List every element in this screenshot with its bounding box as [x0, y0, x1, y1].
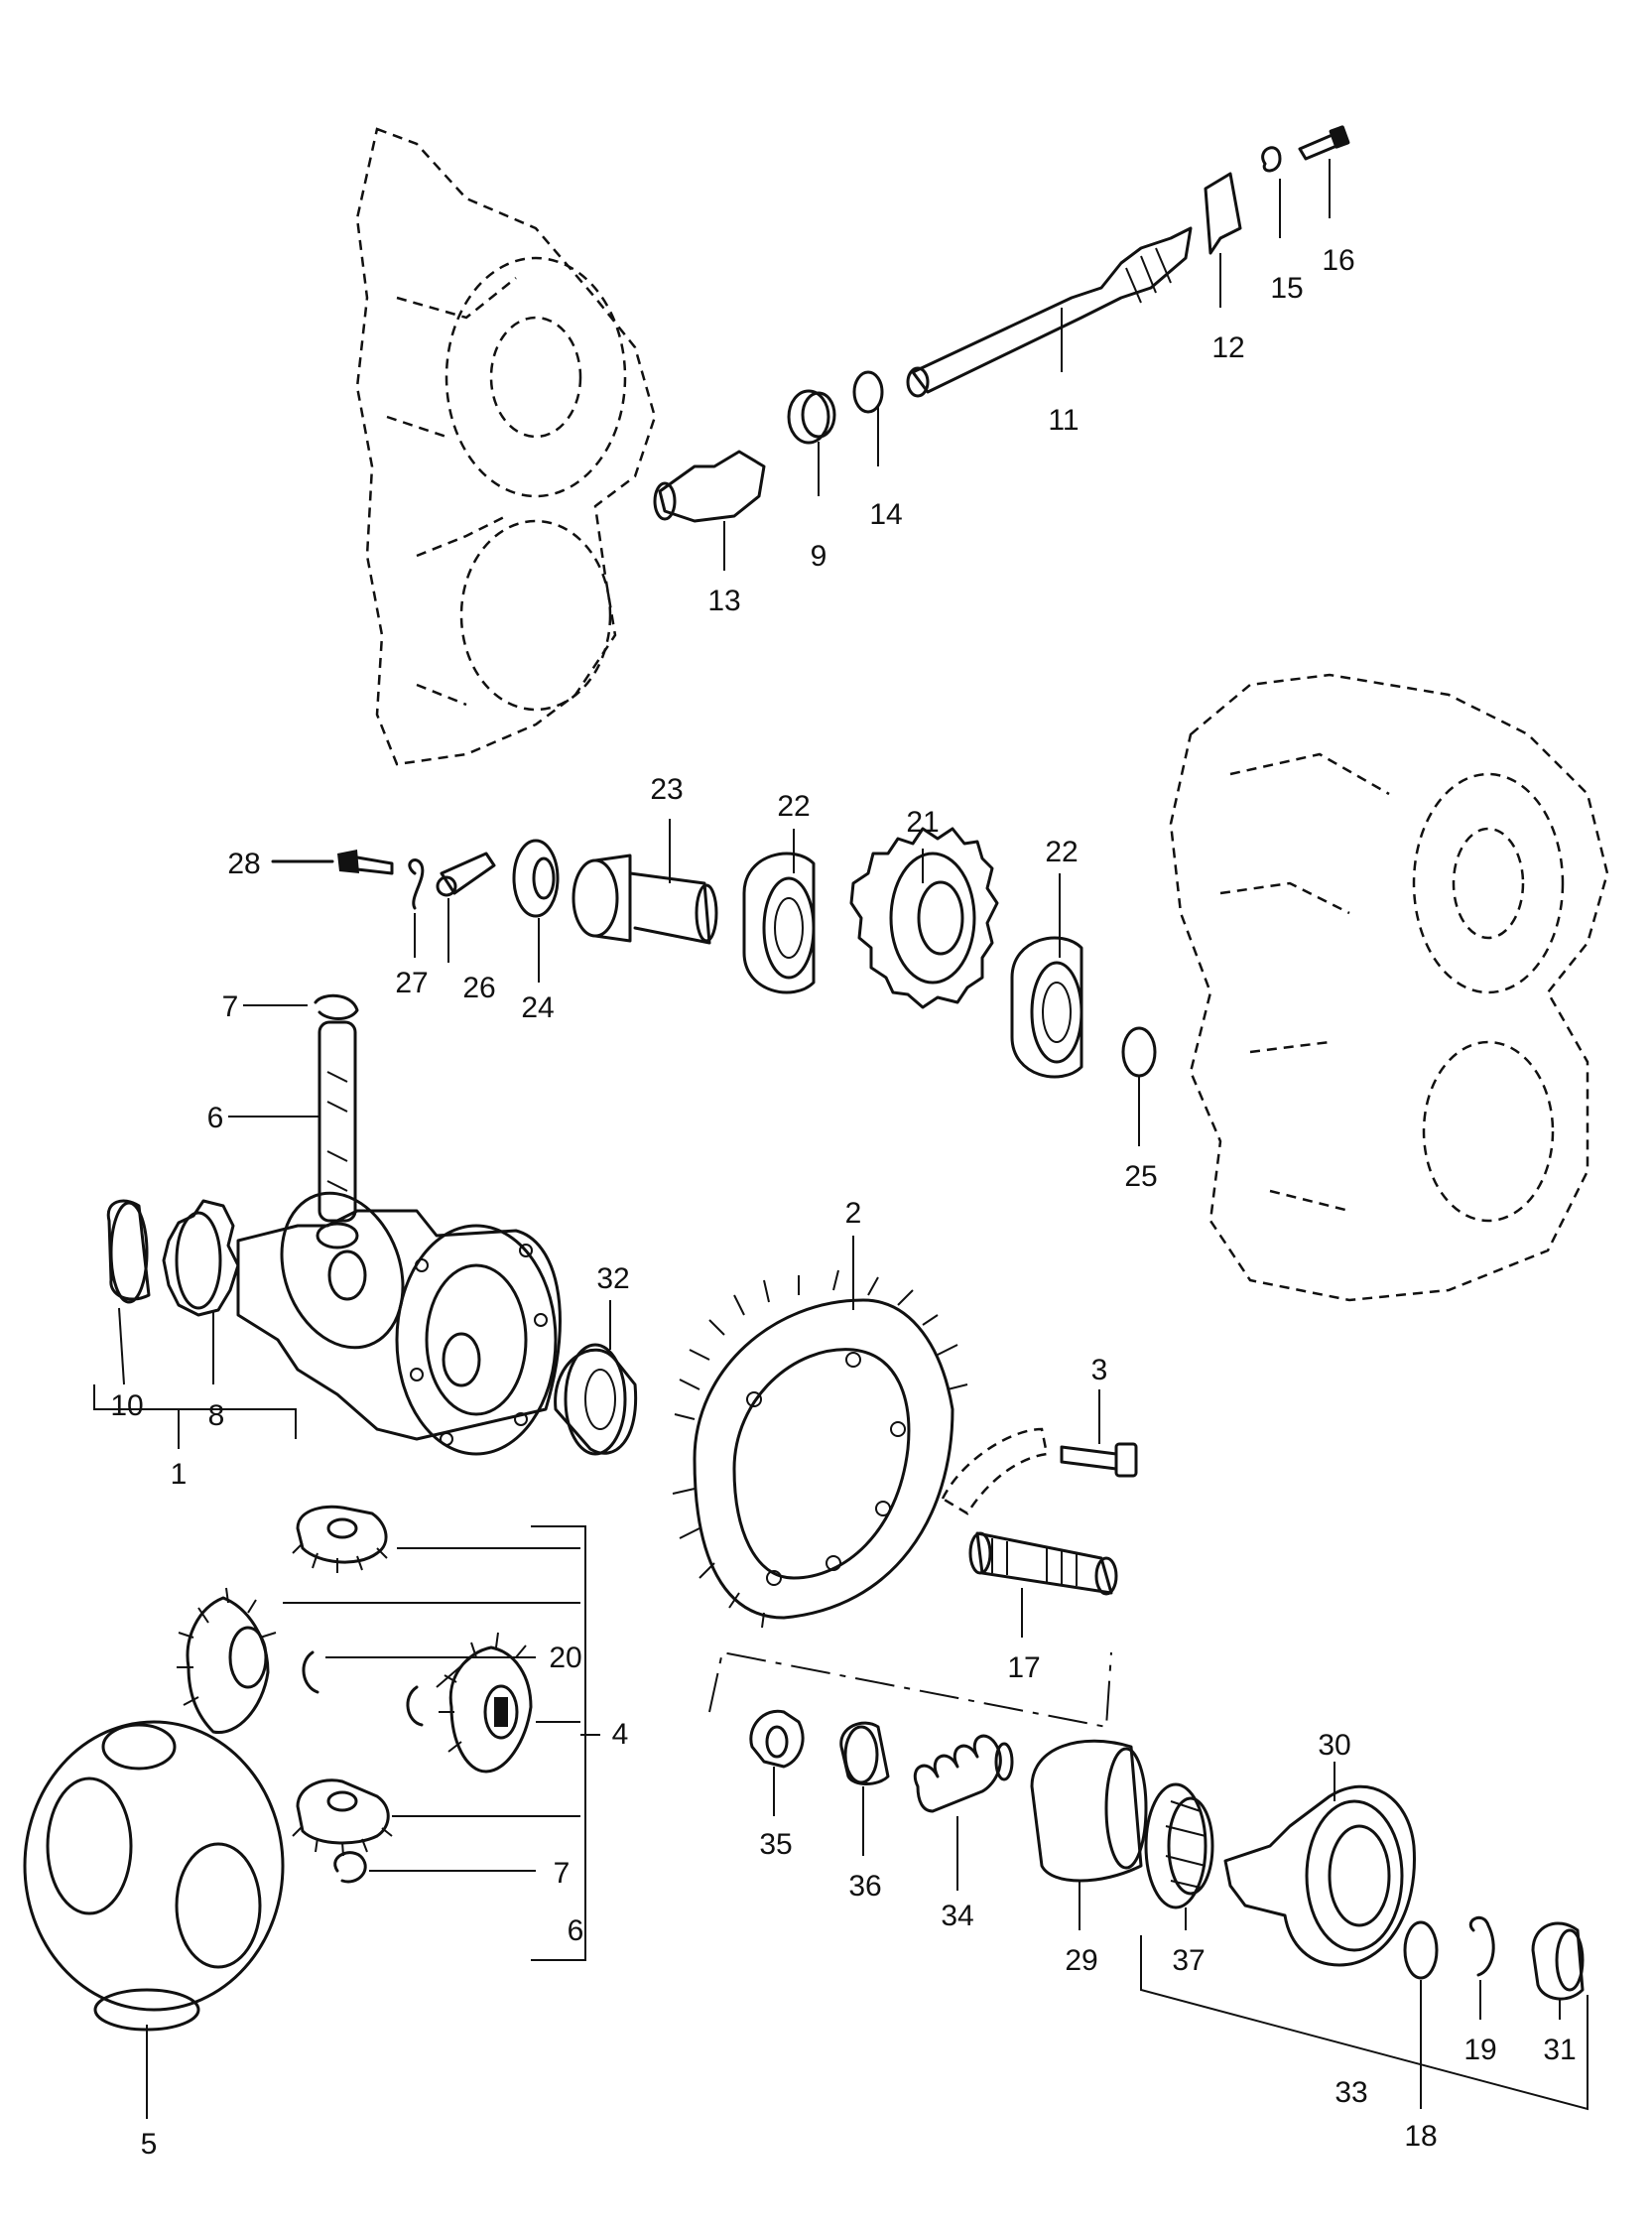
part-labels: 13 9 14 11 12 15 16 28 27 26 24 23 22 21… — [110, 244, 1576, 2161]
label-2: 2 — [845, 1197, 862, 1230]
label-14: 14 — [869, 498, 902, 531]
label-6b: 6 — [568, 1914, 584, 1947]
label-35: 35 — [759, 1828, 792, 1861]
label-29: 29 — [1065, 1944, 1097, 1977]
label-8: 8 — [208, 1399, 225, 1432]
label-20: 20 — [549, 1642, 581, 1674]
label-17: 17 — [1007, 1651, 1040, 1684]
housing-upper-left — [355, 127, 657, 766]
label-7a: 7 — [222, 990, 239, 1023]
label-5: 5 — [141, 2128, 158, 2161]
label-6a: 6 — [207, 1102, 224, 1134]
label-33: 33 — [1334, 2076, 1367, 2109]
label-37: 37 — [1172, 1944, 1205, 1977]
housing-right — [1169, 673, 1609, 1302]
label-36: 36 — [848, 1870, 881, 1903]
label-15: 15 — [1270, 272, 1303, 305]
label-23: 23 — [650, 773, 683, 806]
label-28: 28 — [227, 848, 260, 880]
label-31: 31 — [1543, 2034, 1576, 2066]
label-10: 10 — [110, 1389, 143, 1422]
label-12: 12 — [1211, 331, 1244, 364]
intermediate-shaft-group — [271, 819, 1157, 1146]
label-18: 18 — [1404, 2120, 1437, 2153]
label-27: 27 — [395, 967, 428, 999]
label-34: 34 — [941, 1900, 973, 1932]
label-22b: 22 — [1045, 836, 1078, 868]
label-30: 30 — [1318, 1729, 1350, 1762]
label-13: 13 — [707, 585, 740, 617]
label-19: 19 — [1463, 2034, 1496, 2066]
label-16: 16 — [1322, 244, 1354, 277]
label-26: 26 — [462, 972, 495, 1004]
label-1: 1 — [171, 1458, 188, 1491]
output-flange-group — [708, 1650, 1588, 2111]
label-24: 24 — [521, 991, 554, 1024]
label-22a: 22 — [777, 790, 810, 823]
differential-group — [93, 993, 1138, 1961]
label-3: 3 — [1091, 1354, 1108, 1386]
label-25: 25 — [1124, 1160, 1157, 1193]
differential-housing — [23, 1720, 285, 2119]
label-21: 21 — [906, 806, 939, 839]
speedo-shaft-group — [653, 125, 1350, 571]
label-7b: 7 — [554, 1857, 571, 1890]
label-4: 4 — [612, 1718, 629, 1751]
label-11: 11 — [1048, 404, 1079, 437]
label-32: 32 — [596, 1262, 629, 1295]
label-9: 9 — [811, 540, 827, 573]
